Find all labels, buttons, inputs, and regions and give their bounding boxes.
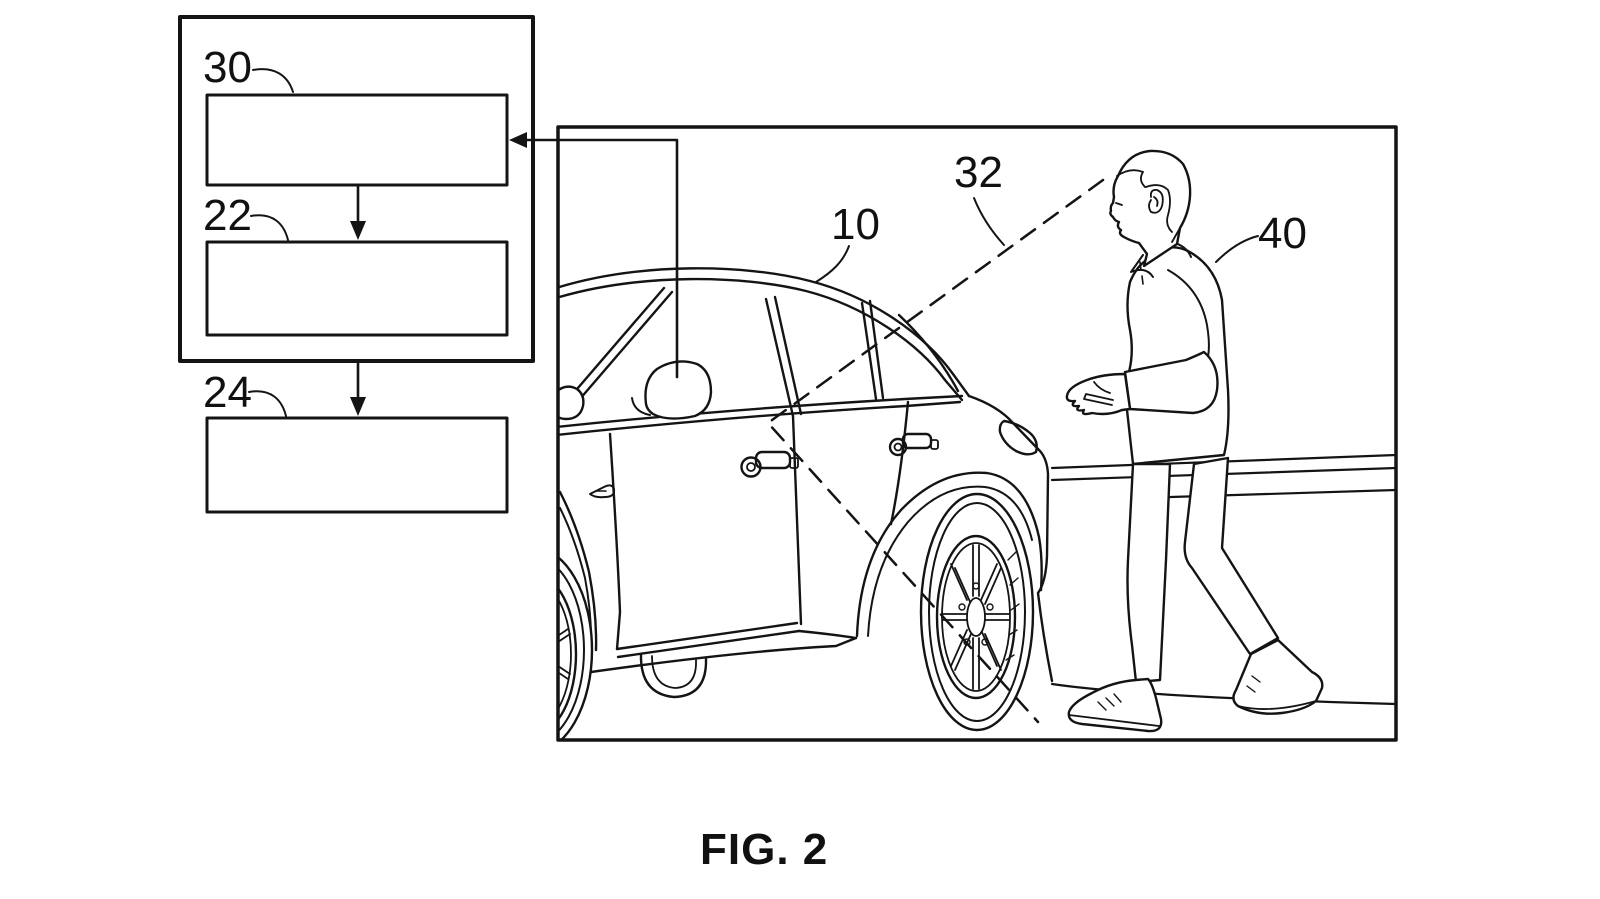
ref-label-30: 30 bbox=[203, 43, 252, 92]
side-mirror bbox=[558, 385, 585, 421]
camera-feed-arrow bbox=[509, 132, 679, 379]
leader-40 bbox=[1215, 235, 1259, 263]
ref-label-40: 40 bbox=[1258, 209, 1307, 258]
leader-30 bbox=[252, 68, 294, 93]
person-hand-with-phone bbox=[1065, 372, 1132, 416]
leader-22 bbox=[250, 214, 289, 241]
rearview-mirror-camera bbox=[631, 360, 713, 420]
leader-10 bbox=[815, 245, 850, 283]
arrow-30-to-22 bbox=[350, 183, 366, 240]
phone bbox=[1083, 393, 1114, 406]
leader-24 bbox=[248, 390, 287, 417]
person-rear-shoe bbox=[1232, 638, 1324, 715]
arrow-outer-to-24 bbox=[350, 359, 366, 416]
ground-line bbox=[1050, 682, 1396, 706]
figure-caption: FIG. 2 bbox=[700, 825, 829, 874]
ref-label-32: 32 bbox=[954, 148, 1003, 197]
front-wheel bbox=[558, 490, 598, 740]
rear-wheel bbox=[919, 492, 1035, 732]
leader-32 bbox=[973, 197, 1005, 246]
leader-lines bbox=[248, 68, 1259, 417]
rear-door-handle bbox=[888, 432, 939, 457]
scene bbox=[558, 149, 1396, 740]
person bbox=[1065, 149, 1324, 733]
vehicle bbox=[558, 267, 1054, 740]
box-22 bbox=[205, 240, 509, 337]
box-24 bbox=[205, 416, 509, 514]
ref-label-22: 22 bbox=[203, 191, 252, 240]
face-details bbox=[1115, 169, 1181, 243]
scene-frame bbox=[556, 125, 1398, 742]
block-diagram bbox=[178, 15, 535, 514]
box-30 bbox=[205, 93, 509, 187]
person-rear-leg bbox=[1183, 456, 1280, 656]
front-door-handle bbox=[740, 450, 799, 478]
ref-label-24: 24 bbox=[203, 368, 252, 417]
person-sleeve bbox=[1123, 350, 1219, 415]
brake-hatching bbox=[1005, 551, 1020, 661]
person-front-leg bbox=[1126, 462, 1172, 684]
sight-line bbox=[766, 178, 1105, 724]
ref-label-10: 10 bbox=[831, 200, 880, 249]
controller-outer-box bbox=[178, 15, 535, 363]
